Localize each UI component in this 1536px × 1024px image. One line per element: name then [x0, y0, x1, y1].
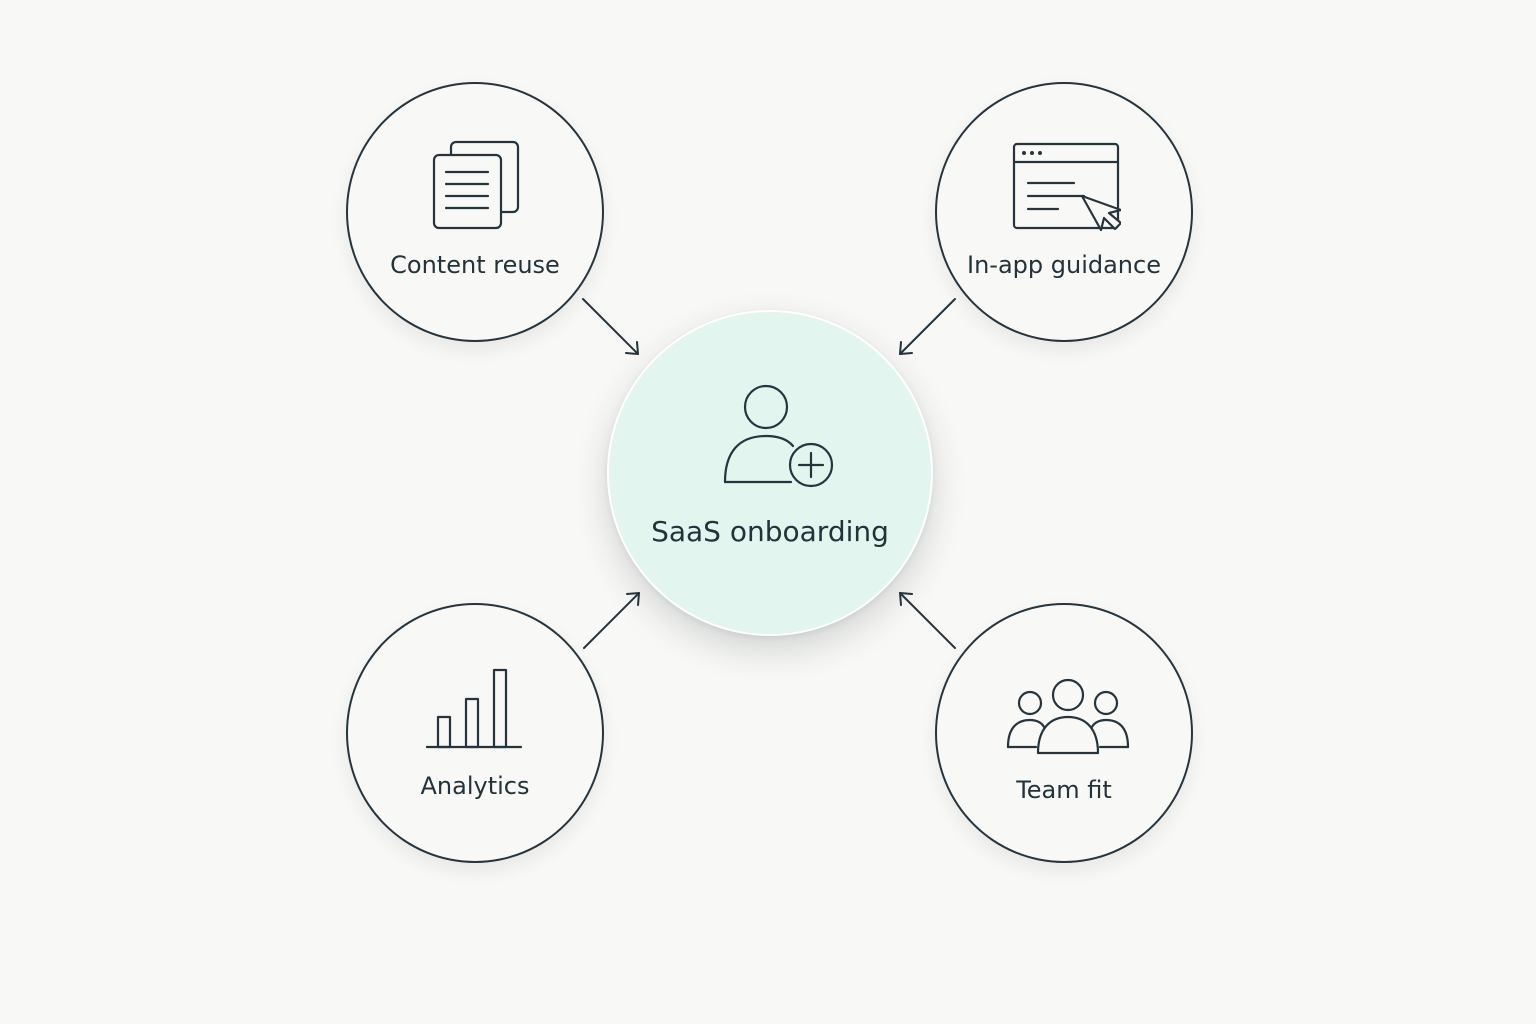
arrow-content-reuse-to-center [582, 298, 639, 355]
center-label: SaaS onboarding [651, 515, 889, 548]
node-in-app-guidance: In-app guidance [935, 82, 1193, 342]
documents-icon [432, 140, 520, 230]
node-label: Content reuse [390, 251, 560, 279]
bar-chart-icon [426, 668, 523, 749]
user-add-icon [723, 384, 834, 488]
node-label: In-app guidance [967, 251, 1161, 279]
node-label: Analytics [420, 772, 530, 800]
arrow-team-fit-to-center [899, 592, 956, 649]
team-icon [1006, 678, 1130, 755]
node-label: Team fit [1016, 776, 1112, 804]
center-node-saas-onboarding: SaaS onboarding [607, 310, 933, 636]
browser-cursor-icon [1012, 142, 1121, 232]
arrow-analytics-to-center [583, 592, 640, 649]
arrow-in-app-guidance-to-center [899, 298, 956, 355]
node-team-fit: Team fit [935, 603, 1193, 863]
node-content-reuse: Content reuse [346, 82, 604, 342]
node-analytics: Analytics [346, 603, 604, 863]
